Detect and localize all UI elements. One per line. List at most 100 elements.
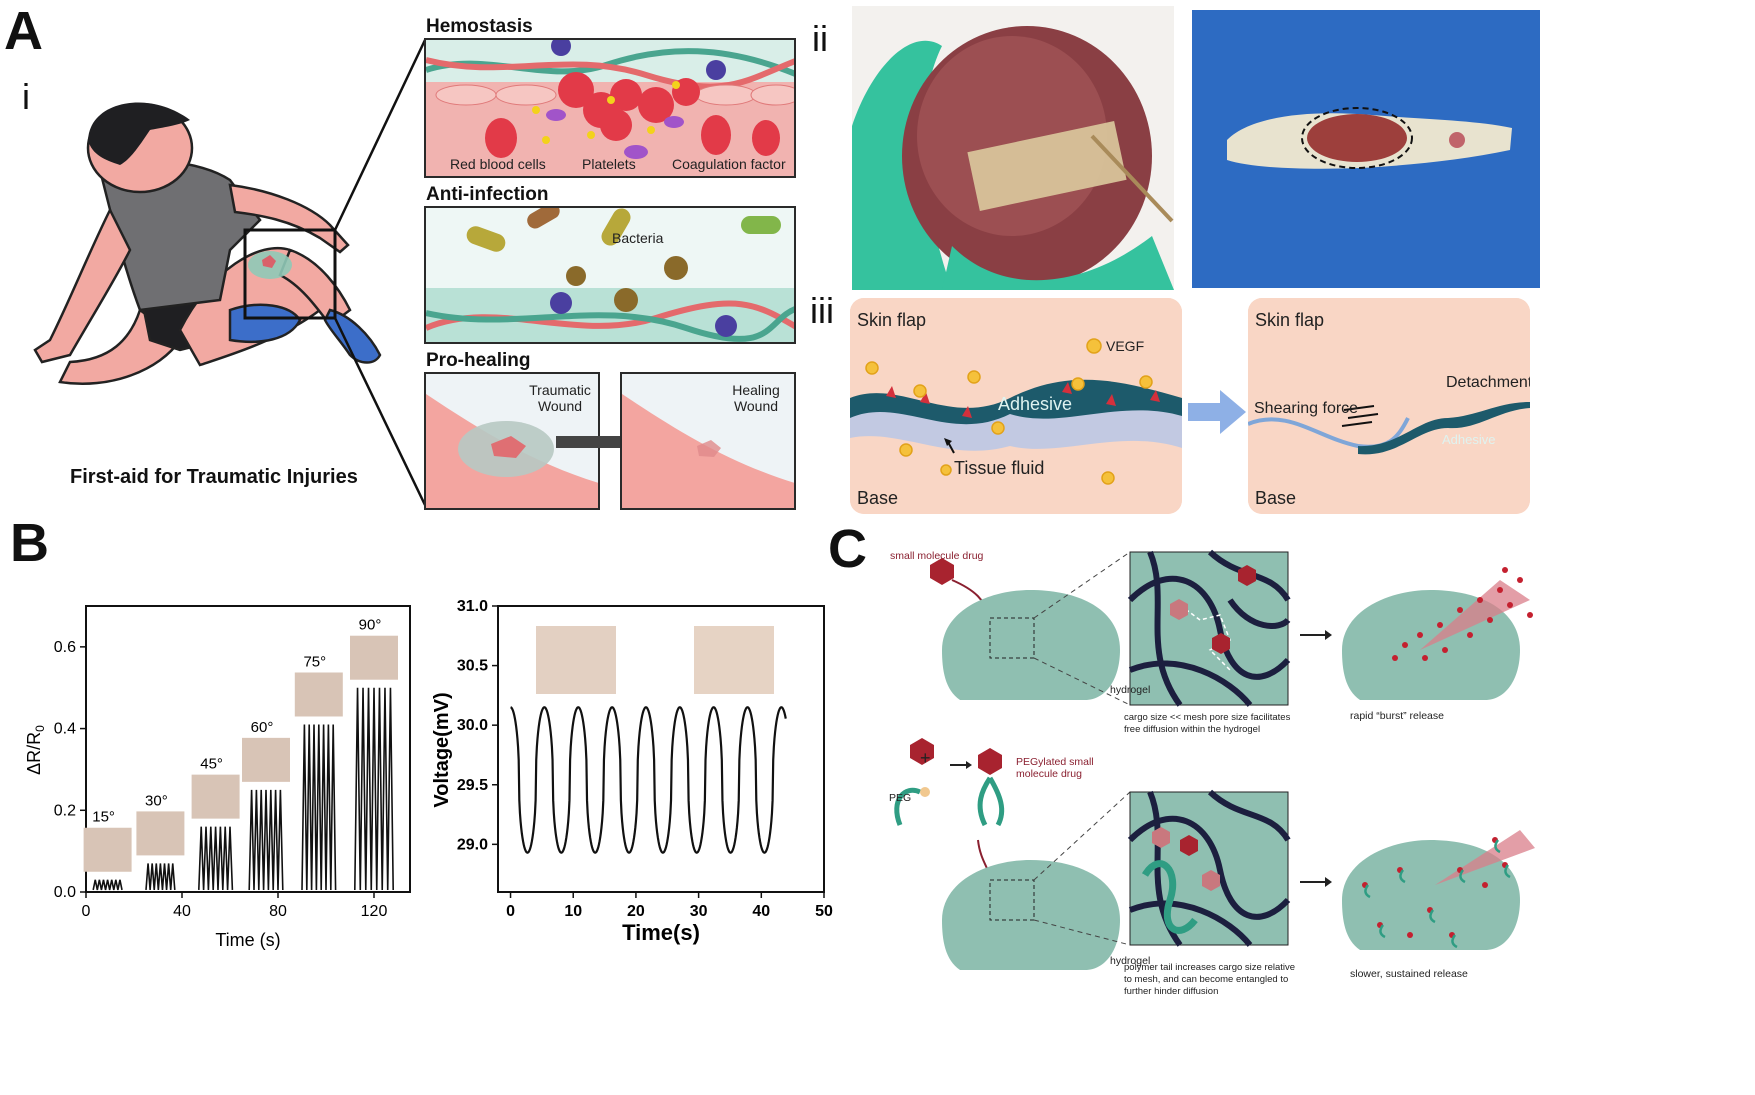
pro-healing-title: Pro-healing: [426, 350, 531, 371]
panel-label-c: C: [828, 519, 867, 579]
subpanel-label-ii: ii: [812, 18, 828, 59]
adhesive-attached-art: [850, 298, 1182, 514]
vegf-label: VEGF: [1106, 338, 1145, 354]
panel-label-b: B: [10, 513, 49, 573]
x-tick-label: 120: [361, 903, 388, 920]
shearing-force-label: Shearing force: [1254, 400, 1359, 417]
platelets-label: Platelets: [582, 156, 636, 172]
angle-annotation: 60°: [251, 719, 274, 736]
hydrogel-label-bottom: hydrogel: [1110, 955, 1151, 967]
x-axis-label: Time (s): [215, 930, 280, 950]
heart-patch-photo: [852, 6, 1174, 290]
y-tick-label: 31.0: [457, 598, 488, 615]
x-axis-label: Time(s): [622, 920, 700, 945]
hydrogel-blob-top: [942, 590, 1120, 700]
x-tick-label: 0: [82, 903, 91, 920]
pegylated-drug-label: PEGylated small molecule drug: [1016, 756, 1094, 780]
finger-bend-photo: [83, 827, 132, 872]
plus-sign: +: [920, 748, 931, 768]
adhesive-label-right: Adhesive: [1442, 432, 1496, 447]
adhesive-label-left: Adhesive: [998, 394, 1073, 414]
anti-infection-title: Anti-infection: [426, 184, 549, 205]
traumatic-wound-label: Traumatic Wound: [529, 382, 591, 414]
free-diffusion-caption: cargo size << mesh pore size facilitates…: [1124, 712, 1291, 735]
y-tick-label: 29.0: [457, 836, 488, 853]
subpanel-label-i: i: [22, 76, 30, 117]
plot-frame: [85, 605, 411, 893]
y-axis-label: Voltage(mV): [431, 692, 453, 807]
wrist-bent-photo: [694, 626, 774, 694]
anti-infection-box: Bacteria: [424, 206, 796, 344]
coagulation-factor-label: Coagulation factor: [672, 156, 786, 172]
bacteria-label: Bacteria: [612, 230, 664, 246]
x-tick-label: 20: [627, 903, 645, 920]
strain-trace-segment: [248, 789, 284, 890]
wrist-straight-photo: [536, 626, 616, 694]
x-tick-label: 40: [752, 903, 770, 920]
strain-trace-segment: [92, 879, 123, 891]
y-axis-label: ΔR/R0: [24, 725, 47, 775]
skin-flap-label-left: Skin flap: [857, 310, 927, 330]
finger-bend-photo: [294, 672, 343, 717]
hemostasis-title: Hemostasis: [426, 16, 533, 37]
finger-bend-photo: [350, 635, 398, 680]
anti-infection-art: [426, 208, 794, 342]
rbc-label: Red blood cells: [450, 156, 546, 172]
hydrogel-label-top: hydrogel: [1110, 684, 1151, 696]
adhesive-attached-schematic: Skin flap VEGF Adhesive Tissue fluid Bas…: [850, 298, 1182, 514]
finger-bend-photo: [136, 811, 185, 856]
traumatic-wound-art: [426, 394, 598, 508]
hemostasis-box: Red blood cells Platelets Coagulation fa…: [424, 38, 796, 178]
drug-release-schematic: [894, 549, 1535, 970]
x-tick-label: 10: [564, 903, 582, 920]
burst-release-label: rapid “burst” release: [1350, 710, 1444, 722]
plot-frame: [497, 605, 825, 893]
x-tick-label: 50: [815, 903, 833, 920]
y-tick-label: 0.6: [54, 639, 76, 656]
adhesive-detached-art: [1248, 298, 1530, 514]
heart-patch-art: [852, 26, 1174, 290]
y-tick-label: 30.0: [457, 717, 488, 734]
finger-bend-photo: [191, 774, 240, 819]
drug-molecule-icon: [930, 558, 954, 585]
healing-wound-box: Healing Wound: [620, 372, 796, 510]
hemostasis-vessel-art: [426, 40, 794, 176]
skin-flap-label-right: Skin flap: [1255, 310, 1325, 330]
strain-trace-segment: [145, 863, 176, 891]
angle-annotation: 45°: [200, 756, 223, 773]
peg-label: PEG: [889, 792, 912, 804]
x-tick-label: 80: [269, 903, 287, 920]
x-tick-label: 40: [173, 903, 191, 920]
detachment-arrow-icon: [1188, 390, 1246, 434]
angle-annotation: 90°: [359, 617, 382, 634]
base-label-right: Base: [1255, 488, 1297, 508]
hydrogel-blob-bottom: [942, 860, 1120, 970]
injured-child-illustration: [33, 102, 382, 385]
y-tick-label: 0.4: [54, 721, 76, 738]
tissue-sample-photo: [1192, 10, 1540, 288]
strain-trace-segment: [198, 826, 234, 890]
y-tick-label: 29.5: [457, 777, 488, 794]
x-tick-label: 0: [506, 903, 515, 920]
angle-annotation: 30°: [145, 792, 168, 809]
voltage-trace: [510, 706, 787, 854]
y-tick-label: 0.0: [54, 884, 76, 901]
sustained-release-label: slower, sustained release: [1350, 968, 1468, 980]
y-tick-label: 0.2: [54, 802, 76, 819]
x-tick-label: 30: [690, 903, 708, 920]
entanglement-caption: polymer tail increases cargo size relati…: [1124, 962, 1296, 997]
healing-wound-art: [622, 394, 794, 508]
detachment-label: Detachment: [1446, 374, 1530, 391]
angle-annotation: 15°: [92, 809, 115, 826]
strain-trace-segment: [301, 724, 337, 890]
burst-release-cone: [1420, 580, 1530, 650]
adhesive-detached-schematic: Skin flap Detachment Shearing force Adhe…: [1248, 298, 1530, 514]
tissue-fluid-label: Tissue fluid: [954, 458, 1045, 478]
angle-annotation: 75°: [303, 653, 326, 670]
base-label-left: Base: [857, 488, 899, 508]
small-molecule-drug-label: small molecule drug: [890, 550, 984, 562]
subpanel-label-iii: iii: [810, 290, 834, 331]
panel-label-a: A: [4, 1, 43, 61]
